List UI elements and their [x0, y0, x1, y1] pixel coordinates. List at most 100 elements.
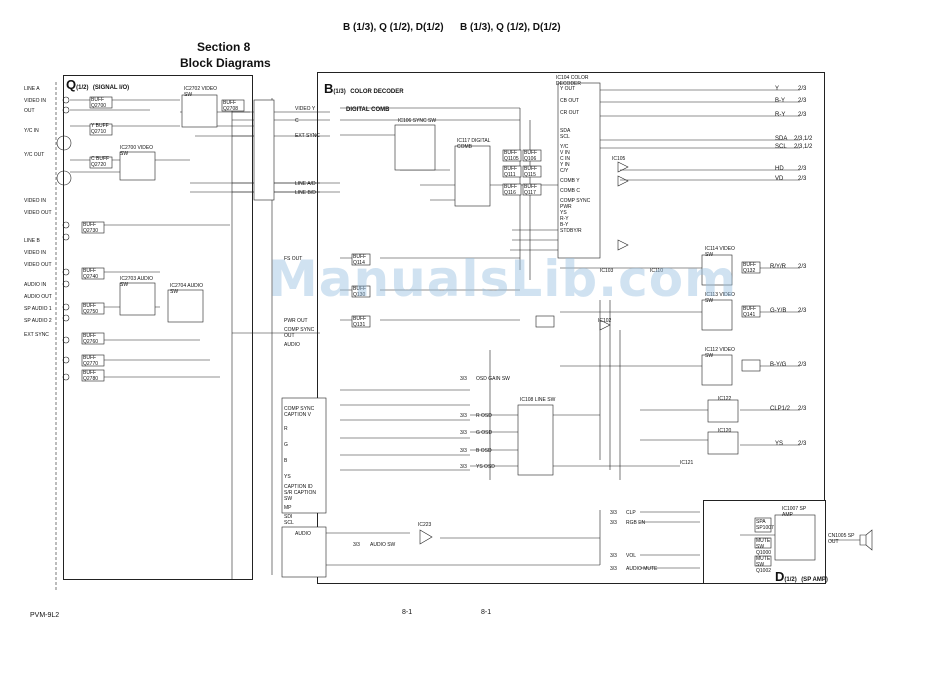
ctrl-page: 3/3 — [610, 566, 617, 572]
output-label: VD — [775, 176, 784, 182]
board-q-label: Q(1/2) (SIGNAL I/O) — [66, 77, 130, 92]
io-label: VIDEO OUT — [24, 262, 52, 268]
cn-mid-label: B — [284, 458, 288, 464]
cn-left-label: LINE A/D — [295, 181, 316, 187]
q-block-label: BUFF Q2770 — [83, 355, 99, 367]
page-ref-right: B (1/3), Q (1/2), D(1/2) — [460, 22, 561, 33]
b-block-label: IC110 — [650, 268, 663, 274]
ctrl-label: B OSD — [476, 448, 492, 454]
output-page: 2/3 — [798, 406, 807, 412]
board-q-frame — [63, 75, 253, 580]
output-page: 2/3 — [798, 441, 807, 447]
q-block-label: BUFF Q2700 — [91, 97, 107, 109]
ctrl-page: 3/3 — [460, 413, 467, 419]
cn-mid-label: MP — [284, 505, 292, 511]
ctrl-label: CLP — [626, 510, 636, 516]
cn-mid-label: COMP SYNC OUT — [284, 327, 315, 339]
io-label: OUT — [24, 108, 35, 114]
d-block-label: CN1005 SP OUT — [828, 533, 855, 545]
ctrl-label: AUDIO SW — [370, 542, 396, 548]
b-buffer-label: BUFF Q117 — [524, 184, 538, 196]
q-block-label: IC2703 AUDIO SW — [120, 276, 154, 288]
io-label: SP AUDIO 1 — [24, 306, 52, 312]
b-buffer-label: BUFF Q115 — [524, 166, 538, 178]
io-label: AUDIO IN — [24, 282, 47, 288]
q-block-label: BUFF Q2730 — [83, 222, 99, 234]
cn-mid-label: AUDIO — [284, 342, 300, 348]
output-label: CLP1/2 — [770, 406, 791, 412]
cn-mid-label: G — [284, 442, 288, 448]
cn-mid-label: SCL — [284, 520, 294, 526]
q-block-label: IC2704 AUDIO SW — [170, 283, 204, 295]
output-page: 2/3 — [798, 176, 807, 182]
cn-mid-label: S/R CAPTION SW — [284, 490, 316, 502]
cn-left-label: EXT SYNC — [295, 133, 320, 139]
decoder-pin: Y IN — [560, 162, 570, 168]
b-block-label: IC102 — [598, 318, 612, 324]
output-page: 2/3 — [798, 362, 807, 368]
ctrl-label: RGB EN — [626, 520, 646, 526]
output-page: 2/3 — [798, 112, 807, 118]
output-label: R/Y/R — [770, 264, 787, 270]
section-subtitle: Block Diagrams — [180, 56, 271, 70]
output-page: 2/3,1/2 — [794, 136, 813, 142]
d-block-label: SPA SP1007 — [756, 519, 774, 531]
output-label: R-Y — [775, 112, 786, 118]
decoder-pin: V IN — [560, 150, 570, 156]
q-block-label: Y BUFF Q2710 — [91, 123, 109, 135]
cn-mid-label: CAPTION ID — [284, 484, 313, 490]
output-page: 2/3 — [798, 166, 807, 172]
q-block-label: BUFF Q2750 — [83, 303, 99, 315]
d-block-label: MUTE SW Q1000 — [756, 538, 772, 556]
b-block-label: IC103 — [600, 268, 614, 274]
section-title: Section 8 — [197, 40, 251, 54]
output-label: Y — [775, 86, 780, 92]
b-buffer-label: BUFF Q116 — [504, 184, 518, 196]
output-label: HD — [775, 166, 784, 172]
io-label: VIDEO IN — [24, 198, 46, 204]
b-block-label: IC106 SYNC SW — [398, 118, 437, 124]
io-label: SP AUDIO 2 — [24, 318, 52, 324]
decoder-pin: B-Y — [560, 222, 569, 228]
b-block-label: IC108 LINE SW — [520, 397, 556, 403]
watermark: ManualsLib.com — [268, 250, 738, 308]
q-block-label: IC2702 VIDEO SW — [184, 86, 218, 98]
q-block-label: IC2700 VIDEO SW — [120, 145, 154, 157]
io-label: AUDIO OUT — [24, 294, 52, 300]
output-label: G-Y/B — [770, 308, 787, 314]
decoder-pin-list: Y OUT CB OUT CR OUT SDA SCL Y/C V IN C I… — [560, 86, 600, 234]
output-label: B-Y/G — [770, 362, 787, 368]
ctrl-label: YS OSD — [476, 464, 495, 470]
ctrl-page: 3/3 — [460, 448, 467, 454]
output-page: 2/3 — [798, 98, 807, 104]
ctrl-page: 3/3 — [610, 510, 617, 516]
cn-mid-label: YS — [284, 474, 291, 480]
io-label: EXT SYNC — [24, 332, 49, 338]
cn-mid-label: R — [284, 426, 288, 432]
io-label: VIDEO OUT — [24, 210, 52, 216]
b-buffer-label: BUFF Q111 — [504, 166, 518, 178]
q-block-label: BUFF Q2780 — [83, 370, 99, 382]
b-buffer-label: BUFF Q106 — [524, 150, 538, 162]
b-block-label: IC104 COLOR DECODER — [556, 75, 589, 87]
output-label: SCL — [775, 144, 787, 150]
io-label: VIDEO IN — [24, 98, 46, 104]
ctrl-page: 3/3 — [353, 542, 360, 548]
board-d-label: D(1/2) (SP AMP) — [775, 569, 828, 584]
b-buffer-label: BUFF Q132 — [743, 262, 757, 274]
b-block-label: IC113 VIDEO SW — [705, 292, 735, 304]
ctrl-label: R OSD — [476, 413, 492, 419]
cn-left-label: AUDIO — [295, 531, 311, 537]
page-number-left: 8-1 — [402, 609, 413, 616]
output-page: 2/3,1/2 — [794, 144, 813, 150]
decoder-pin: STDBY/R — [560, 228, 582, 234]
b-block-label: IC114 VIDEO SW — [705, 246, 735, 258]
decoder-pin: C IN — [560, 156, 570, 162]
output-label: YS — [775, 441, 784, 447]
output-page: 2/3 — [798, 308, 807, 314]
cn-mid-list: FS OUT PWR OUT COMP SYNC OUT AUDIO COMP … — [284, 256, 324, 526]
decoder-pin: SDA — [560, 128, 571, 134]
b-block-label: IC112 VIDEO SW — [705, 347, 735, 359]
board-b-label: B(1/3) COLOR DECODER DIGITAL COMB — [324, 81, 404, 113]
